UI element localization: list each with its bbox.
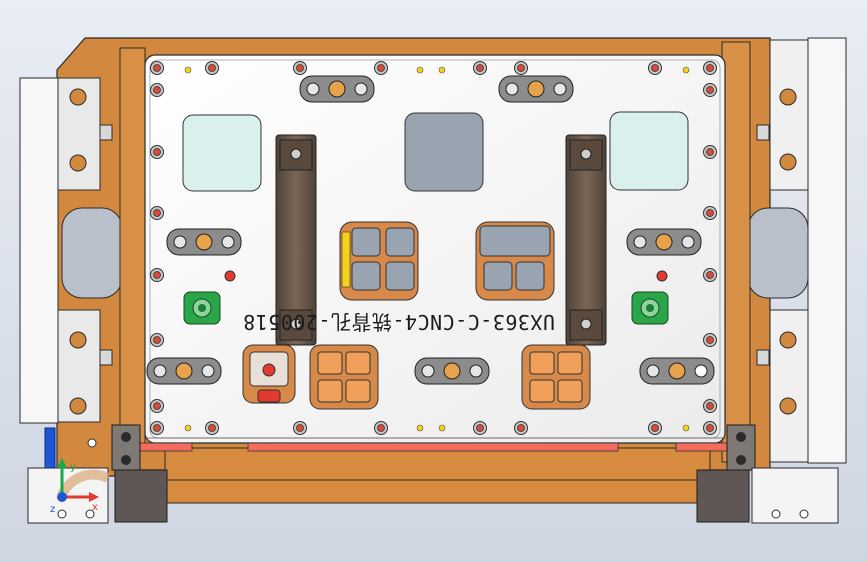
axis-z-label: z [50, 504, 55, 515]
side-block-right [751, 37, 847, 524]
locating-pin-icon[interactable] [183, 270, 669, 325]
clamp-bar-right[interactable] [565, 134, 607, 346]
clamp-icon[interactable] [146, 75, 715, 385]
clamp-bar-left[interactable] [275, 134, 317, 346]
axis-triad-icon: y x z [50, 458, 111, 515]
bottom-rails [139, 437, 729, 452]
axis-y-label: y [70, 462, 76, 473]
plate-windows [182, 111, 689, 410]
part-engraving-label: UX363-C-CNC4-铣背孔-200518 [242, 310, 555, 334]
axis-x-label: x [92, 502, 98, 513]
mounting-block-right [696, 424, 756, 523]
mounting-block-left [111, 424, 168, 523]
